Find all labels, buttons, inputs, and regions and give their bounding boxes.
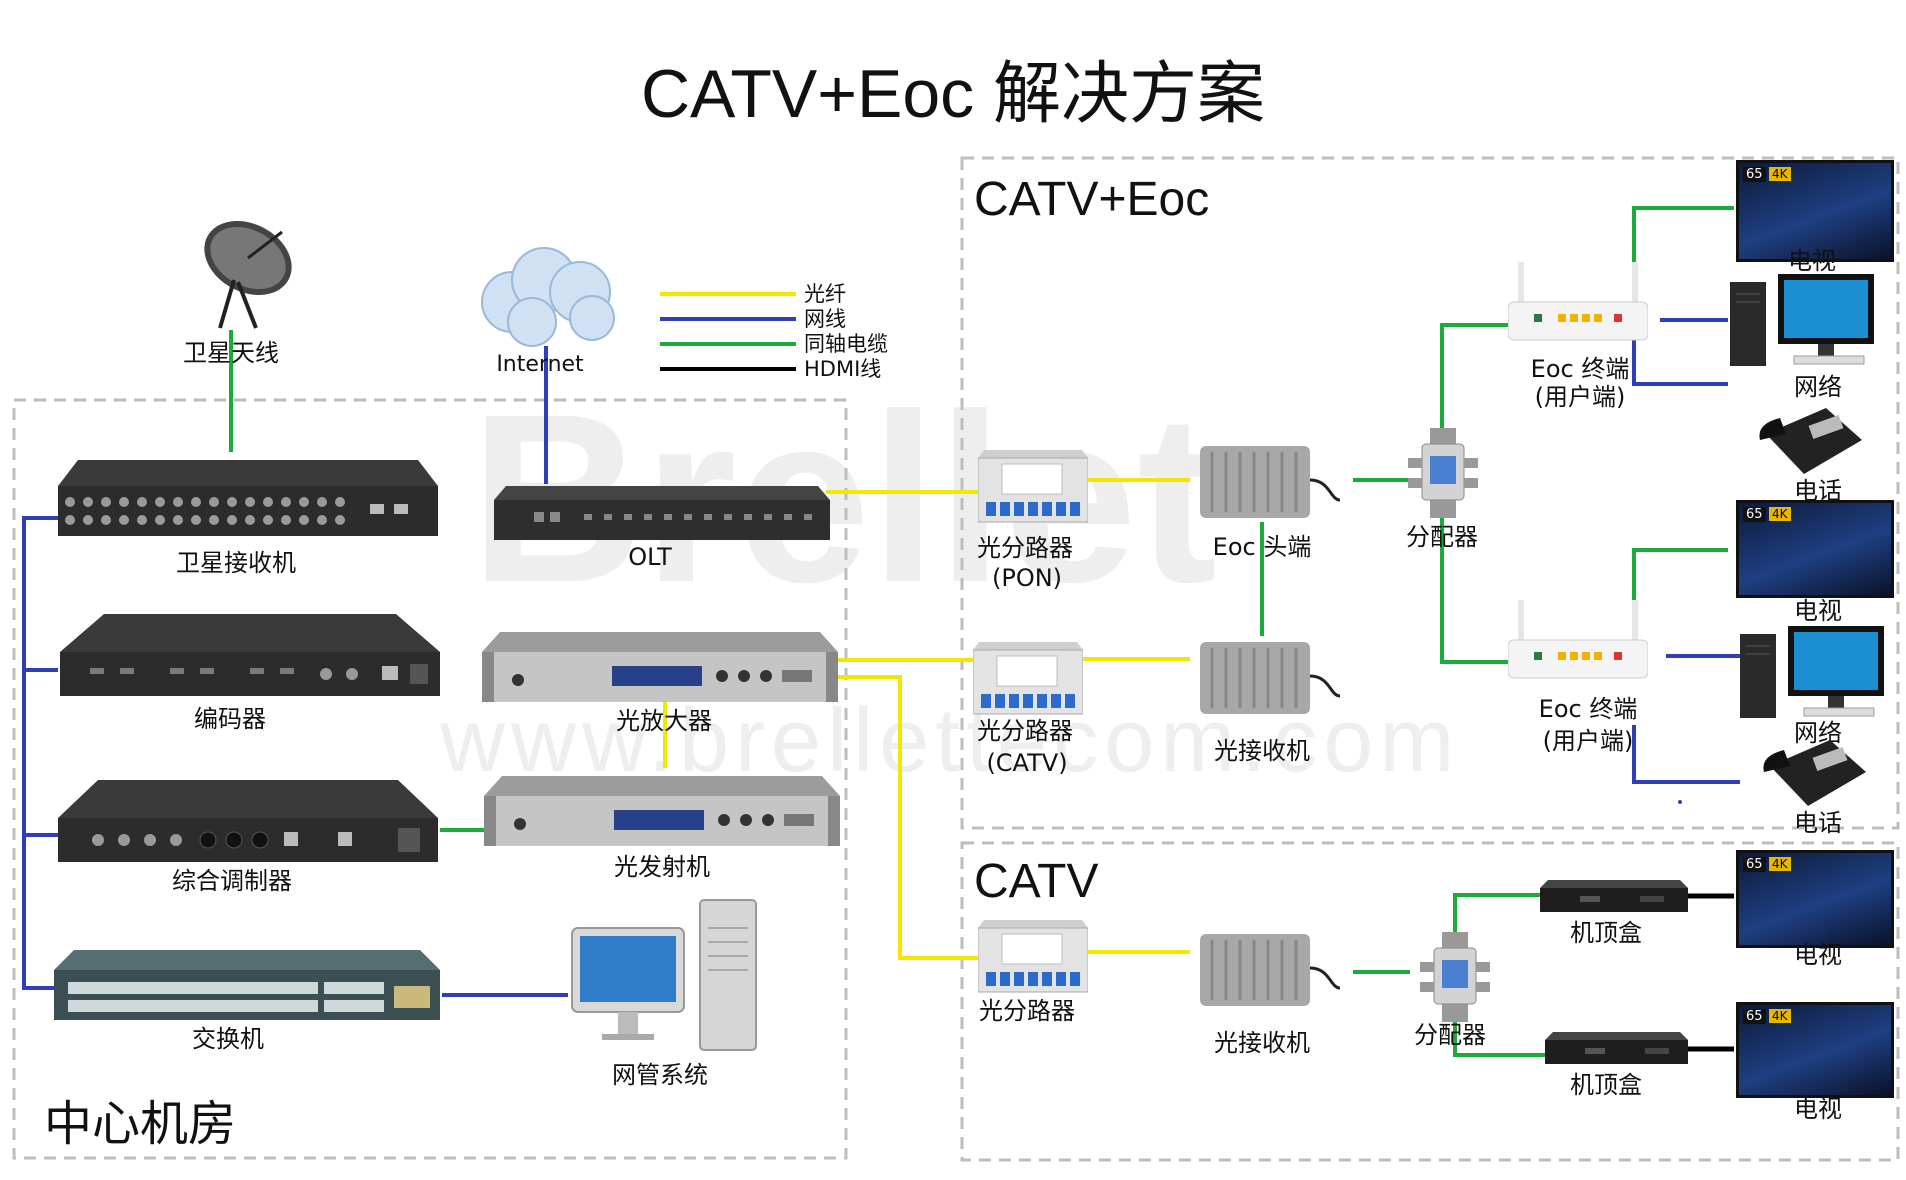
satellite-receiver-device [58,460,438,536]
optical-transmitter-device [484,776,840,846]
eoc-head-label: Eoc 头端 [1212,533,1312,561]
zone-eoc-border [960,156,1900,830]
tv-size-badge: 65 [1743,857,1766,872]
tv-4k-badge: 4K [1769,1009,1791,1023]
encoder-device [60,614,440,696]
tv-device: 65 4K [1736,500,1894,598]
optical-receiver-device [1200,642,1340,714]
pc-icon [1740,626,1884,718]
catv-distributor-device [1420,932,1490,1022]
eoc-terminal-1-device [1508,262,1648,341]
wire-amp-catv-splitter [836,675,978,960]
pc-label: 网络 [1794,373,1842,401]
zone-title-eoc: CATV+Eoc [974,173,1210,226]
eoc-terminal-1-label-1: Eoc 终端 [1530,355,1630,383]
eoc-terminal-2-label-2: (用户端) [1542,727,1634,755]
distributor-label: 分配器 [1406,523,1478,551]
modulator-label: 综合调制器 [172,867,292,895]
zone-title-catv: CATV [974,855,1099,908]
olt-label: OLT [628,543,672,571]
zone-title-center: 中心机房 [44,1098,237,1151]
satellite-receiver-label: 卫星接收机 [176,549,296,577]
modulator-device [58,780,438,862]
optical-amplifier-label: 光放大器 [616,707,712,735]
nms-computer-icon [571,899,757,1051]
splitter-catv-device [973,642,1083,715]
eoc-head-device [1200,446,1340,518]
set-top-box-device [1545,1032,1688,1064]
splitter-catv-label-1: 光分路器 [977,717,1073,745]
satellite-dish-icon [204,221,292,329]
legend-label-fiber: 光纤 [804,282,846,306]
splitter-pon-label-1: 光分路器 [977,534,1073,562]
internet-cloud-icon [481,247,615,347]
eoc-terminal-2-device [1508,600,1648,679]
internet-label: Internet [496,352,584,377]
tv-label: 电视 [1794,597,1842,625]
pc-label: 网络 [1794,719,1842,747]
tv-label: 电视 [1788,247,1836,275]
legend-label-hdmi: HDMI线 [804,357,882,381]
catv-optical-receiver-device [1200,934,1340,1006]
encoder-label: 编码器 [194,705,266,733]
tv-4k-badge: 4K [1769,507,1791,521]
catv-splitter-label: 光分路器 [979,997,1075,1025]
tv-device: 65 4K [1736,160,1894,262]
tv-device: 65 4K [1736,850,1894,948]
phone-label: 电话 [1794,809,1842,837]
catv-tv-label: 电视 [1794,941,1842,969]
zone-catv-border [960,841,1900,1162]
network-switch-device [54,950,440,1020]
legend-label-lan: 网线 [804,307,846,331]
legend-label-coax: 同轴电缆 [804,332,888,356]
set-top-box-device [1540,880,1688,912]
splitter-pon-device [978,450,1088,523]
splitter-catv-label-2: (CATV) [986,749,1068,777]
optical-amplifier-device [482,632,838,702]
splitter-pon-label-2: (PON) [991,564,1063,592]
page-title: CATV+Eoc 解决方案 [640,56,1266,132]
tv-size-badge: 65 [1743,507,1766,522]
catv-tv-label: 电视 [1794,1095,1842,1123]
tv-4k-badge: 4K [1769,167,1791,181]
wire-blue-bus [22,516,58,990]
tv-4k-badge: 4K [1769,857,1791,871]
phone-icon [1763,740,1866,806]
eoc-terminal-2-label-1: Eoc 终端 [1538,695,1638,723]
pc-icon [1730,274,1874,366]
zone-center-border [12,398,848,1160]
catv-splitter-device [978,920,1088,993]
switch-label: 交换机 [192,1025,264,1053]
optical-receiver-label: 光接收机 [1214,737,1310,765]
olt-device [494,486,830,540]
catv-optical-receiver-label: 光接收机 [1214,1029,1310,1057]
set-top-box-label: 机顶盒 [1570,919,1642,947]
eoc-terminal-1-label-2: (用户端) [1534,383,1626,411]
satellite-label: 卫星天线 [183,339,279,367]
distributor-device [1408,428,1478,518]
tv-size-badge: 65 [1743,167,1766,182]
optical-transmitter-label: 光发射机 [614,853,710,881]
set-top-box-label: 机顶盒 [1570,1071,1642,1099]
tv-device: 65 4K [1736,1002,1894,1098]
tv-size-badge: 65 [1743,1009,1766,1024]
catv-distributor-label: 分配器 [1414,1021,1486,1049]
nms-label: 网管系统 [612,1061,708,1089]
phone-icon [1759,408,1862,474]
